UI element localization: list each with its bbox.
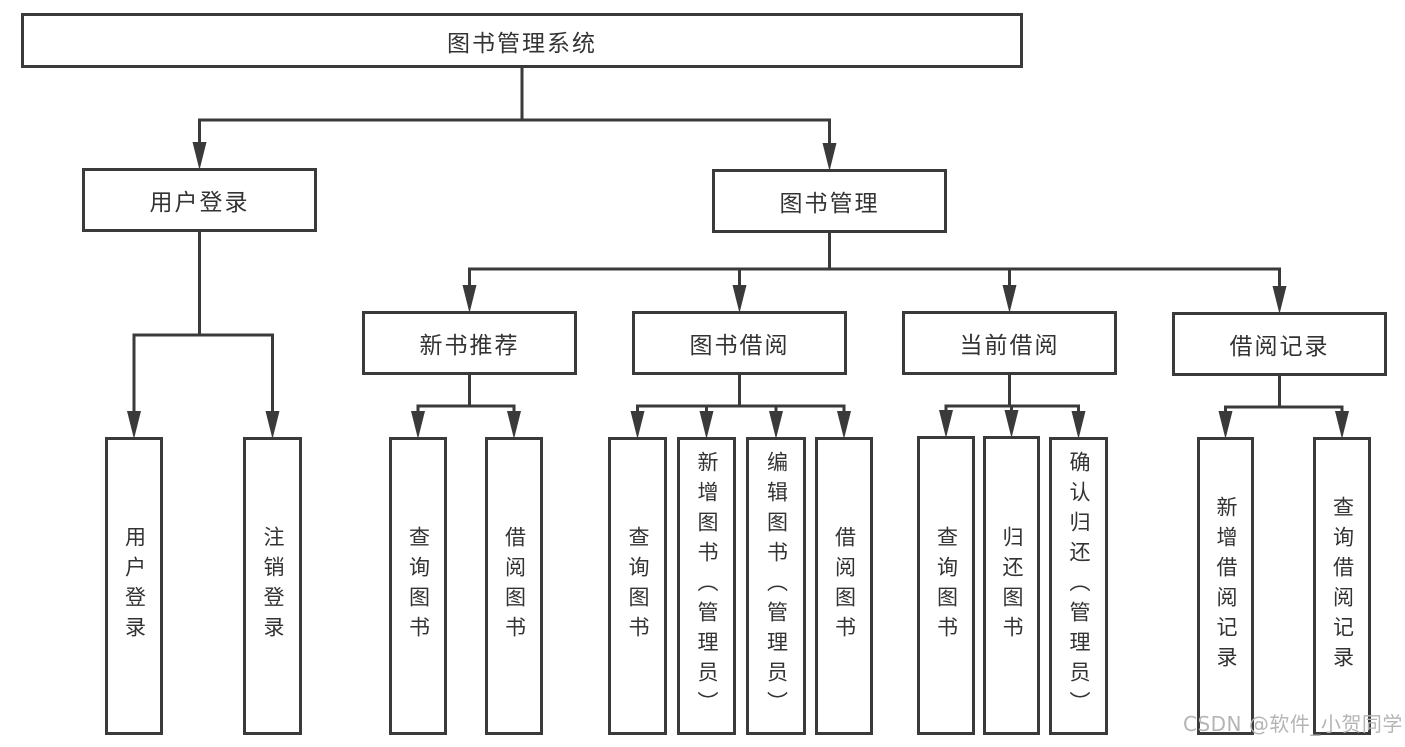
node-user-login: 用户登录 (82, 168, 317, 232)
arrowhead-icon (411, 411, 425, 439)
arrowhead-icon (939, 410, 953, 438)
node-leaf-borrow-book-newrec: 借阅图书 (485, 437, 543, 735)
node-leaf-borrow-book-borrow: 借阅图书 (815, 437, 873, 735)
arrowhead-icon (732, 285, 747, 313)
arrowhead-icon (699, 411, 714, 439)
arrowhead-icon (1272, 286, 1287, 314)
arrowhead-icon (1004, 410, 1019, 438)
node-root: 图书管理系统 (21, 13, 1023, 68)
node-new-book-rec: 新书推荐 (362, 311, 577, 375)
node-borrow-records: 借阅记录 (1172, 312, 1387, 376)
arrowhead-icon (837, 411, 851, 439)
node-book-mgmt: 图书管理 (712, 169, 947, 233)
connector-new-book-rec (416, 373, 516, 419)
arrowhead-icon (1335, 411, 1349, 439)
arrowhead-icon (822, 143, 837, 171)
node-leaf-query-book-current: 查询图书 (917, 436, 975, 735)
node-leaf-query-borrow-record: 查询借阅记录 (1313, 437, 1371, 735)
arrowhead-icon (192, 142, 207, 170)
csdn-watermark: CSDN @软件_小贺同学 (1183, 712, 1403, 736)
node-leaf-query-book-borrow: 查询图书 (608, 437, 667, 735)
connector-borrow-records (1224, 374, 1344, 419)
arrowhead-icon (1071, 411, 1086, 439)
node-leaf-query-book-newrec: 查询图书 (389, 437, 447, 735)
node-leaf-confirm-return: 确认归还（管理员） (1049, 437, 1108, 735)
node-leaf-logout: 注销登录 (243, 437, 302, 735)
node-current-borrow: 当前借阅 (902, 311, 1117, 375)
arrowhead-icon (630, 411, 645, 439)
arrowhead-icon (265, 411, 280, 439)
node-book-borrow: 图书借阅 (632, 311, 847, 375)
arrowhead-icon (1218, 411, 1233, 439)
arrowhead-icon (1002, 285, 1017, 313)
connector-book-borrow (636, 373, 846, 419)
connector-root (198, 66, 831, 151)
arrowhead-icon (507, 411, 521, 439)
connector-book-mgmt (468, 231, 1281, 294)
arrowhead-icon (127, 411, 141, 439)
arrowhead-icon (462, 285, 477, 313)
node-leaf-user-login: 用户登录 (105, 437, 163, 735)
node-leaf-add-book: 新增图书（管理员） (677, 437, 736, 735)
node-leaf-edit-book: 编辑图书（管理员） (746, 437, 806, 735)
arrowhead-icon (769, 411, 783, 439)
node-leaf-add-borrow-record: 新增借阅记录 (1197, 437, 1254, 735)
node-leaf-return-book: 归还图书 (983, 436, 1040, 735)
connector-user-login (132, 230, 274, 419)
